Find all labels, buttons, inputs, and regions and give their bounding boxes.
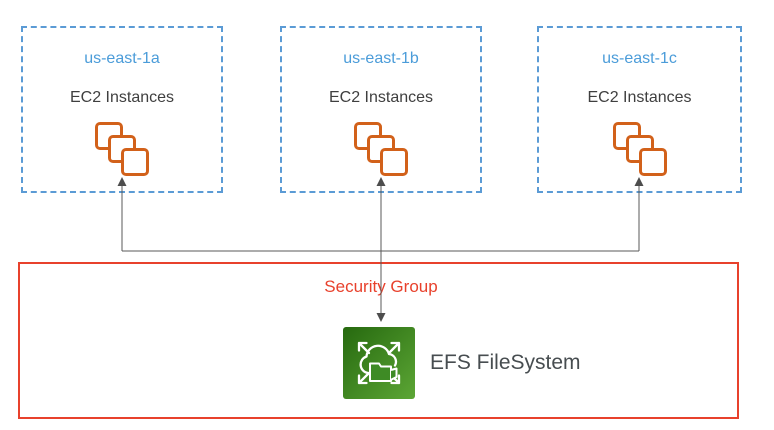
ec2-instances-icon bbox=[354, 122, 408, 176]
security-group-box bbox=[18, 262, 739, 419]
zone-label: us-east-1c bbox=[602, 50, 677, 67]
ec2-instances-label: EC2 Instances bbox=[328, 89, 434, 106]
ec2-square-front bbox=[638, 148, 667, 176]
ec2-instances-icon bbox=[95, 122, 149, 176]
ec2-square-front bbox=[121, 148, 149, 176]
efs-icon-art bbox=[343, 327, 415, 399]
availability-zone-box-c: us-east-1c EC2 Instances bbox=[537, 26, 742, 193]
ec2-instances-icon bbox=[612, 122, 667, 176]
efs-filesystem-label: EFS FileSystem bbox=[430, 351, 581, 374]
zone-label: us-east-1a bbox=[84, 50, 160, 67]
zone-label: us-east-1b bbox=[343, 50, 419, 67]
availability-zone-box-a: us-east-1a EC2 Instances bbox=[21, 26, 223, 193]
ec2-instances-label: EC2 Instances bbox=[69, 89, 175, 106]
ec2-instances-label: EC2 Instances bbox=[587, 89, 692, 106]
security-group-label: Security Group bbox=[324, 277, 438, 296]
efs-filesystem-icon bbox=[343, 327, 415, 399]
availability-zone-box-b: us-east-1b EC2 Instances bbox=[280, 26, 482, 193]
ec2-square-front bbox=[380, 148, 408, 176]
